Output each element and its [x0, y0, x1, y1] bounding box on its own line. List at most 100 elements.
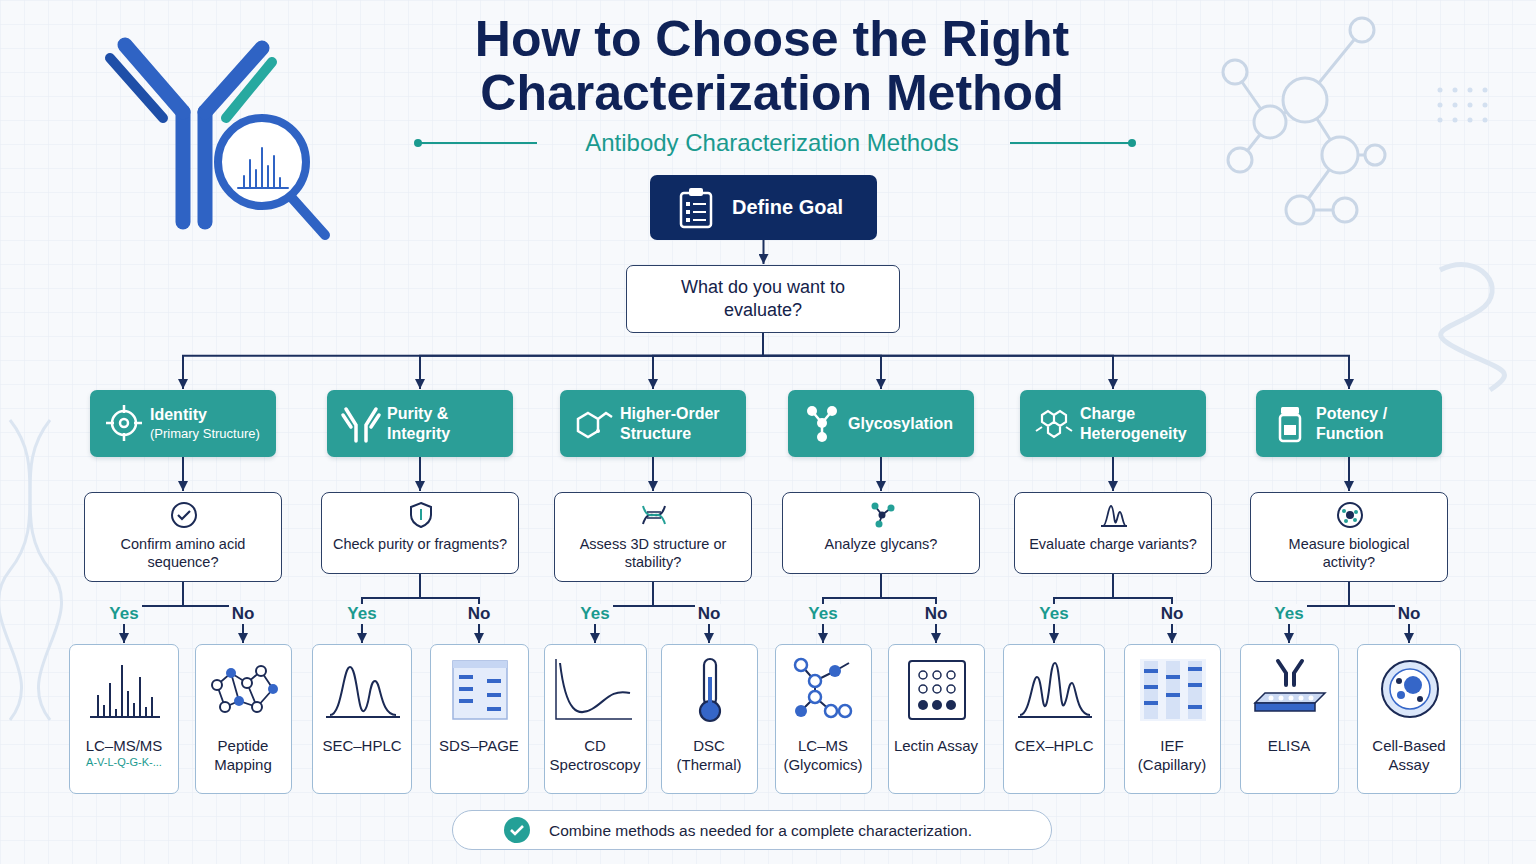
- node-label: SDS–PAGE: [439, 736, 519, 755]
- category-box: Glycosylation: [788, 390, 974, 457]
- node-label: Confirm amino acid sequence?: [95, 535, 271, 571]
- icon: [1245, 655, 1335, 725]
- icon: [104, 403, 144, 443]
- icon: [665, 655, 755, 725]
- question-box: Confirm amino acid sequence?: [84, 492, 282, 582]
- method-box: LC–MS/MSA-V-L-Q-G-K-...: [69, 644, 179, 794]
- connector-arrow: [1112, 457, 1114, 491]
- branch-label: No: [1158, 604, 1187, 624]
- node-label: CD Spectroscopy: [548, 736, 643, 774]
- icon: [318, 655, 408, 725]
- category-box: Identity(Primary Structure): [90, 390, 276, 457]
- icon: [199, 655, 289, 725]
- branch-label: Yes: [1036, 604, 1071, 624]
- method-box: Cell-Based Assay: [1357, 644, 1461, 794]
- icon: [504, 817, 530, 843]
- connector-arrow: [420, 333, 763, 389]
- category-box: Higher-Order Structure: [560, 390, 746, 457]
- node-label: Charge Heterogeneity: [1080, 404, 1198, 444]
- category-box: Purity & Integrity: [327, 390, 513, 457]
- node-label: Assess 3D structure or stability?: [565, 535, 741, 571]
- branch-label: No: [1395, 604, 1424, 624]
- connector-arrow: [183, 333, 763, 389]
- subtitle: Antibody Characterization Methods: [585, 129, 959, 157]
- icon: [169, 500, 199, 530]
- icon: [406, 500, 436, 530]
- node-sublabel: A-V-L-Q-G-K-...: [86, 755, 162, 770]
- icon: [892, 655, 982, 725]
- icon: [574, 403, 614, 443]
- icon: [867, 500, 897, 530]
- question-box: Assess 3D structure or stability?: [554, 492, 752, 582]
- node-label: Define Goal: [732, 195, 843, 220]
- branch-label: Yes: [577, 604, 612, 624]
- icon: [802, 403, 842, 443]
- node-label: Measure biological activity?: [1261, 535, 1437, 571]
- node-label: Identity: [150, 405, 207, 425]
- connector-arrow: [419, 457, 421, 491]
- icon: [1099, 500, 1129, 530]
- node-sublabel: (Primary Structure): [150, 425, 260, 442]
- node-label: Lectin Assay: [894, 736, 978, 755]
- method-box: SEC–HPLC: [312, 644, 412, 794]
- node-label: Combine methods as needed for a complete…: [549, 821, 972, 840]
- node-label: Peptide Mapping: [199, 736, 288, 774]
- connector-arrow: [652, 457, 654, 491]
- node-label: CEX–HPLC: [1014, 736, 1093, 755]
- method-box: Lectin Assay: [888, 644, 985, 794]
- method-box: CEX–HPLC: [1003, 644, 1105, 794]
- branch-label: No: [229, 604, 258, 624]
- icon: [435, 655, 525, 725]
- icon: [80, 655, 170, 725]
- category-box: Charge Heterogeneity: [1020, 390, 1206, 457]
- method-box: CD Spectroscopy: [544, 644, 647, 794]
- title: How to Choose the Right Characterization…: [372, 12, 1172, 120]
- method-box: IEF (Capillary): [1124, 644, 1221, 794]
- node-label: DSC (Thermal): [665, 736, 754, 774]
- question-box: Measure biological activity?: [1250, 492, 1448, 582]
- question-box: Analyze glycans?: [782, 492, 980, 574]
- molecule-decoration: [1223, 18, 1385, 224]
- goal-box: Define Goal: [650, 175, 877, 240]
- node-label: Higher-Order Structure: [620, 404, 738, 444]
- node-label: IEF (Capillary): [1128, 736, 1217, 774]
- dot-grid: [1438, 88, 1488, 123]
- node-label: Purity & Integrity: [387, 404, 505, 444]
- method-box: LC–MS (Glycomics): [775, 644, 872, 794]
- node-label: Analyze glycans?: [825, 535, 938, 553]
- branch-label: Yes: [106, 604, 141, 624]
- branch-label: No: [922, 604, 951, 624]
- method-box: Peptide Mapping: [195, 644, 292, 794]
- node-label: LC–MS (Glycomics): [779, 736, 868, 774]
- method-box: SDS–PAGE: [430, 644, 529, 794]
- node-label: Evaluate charge variants?: [1029, 535, 1197, 553]
- category-box: Potency / Function: [1256, 390, 1442, 457]
- connector-arrow: [653, 333, 763, 389]
- icon: [548, 655, 638, 725]
- branch-label: Yes: [1271, 604, 1306, 624]
- icon: [678, 187, 714, 229]
- icon: [1128, 655, 1218, 725]
- connector-arrow: [1348, 457, 1350, 491]
- icon: [639, 500, 669, 530]
- icon: [1270, 403, 1310, 443]
- connector-arrow: [763, 240, 765, 264]
- icon: [1335, 500, 1365, 530]
- icon: [1034, 403, 1074, 443]
- node-label: ELISA: [1268, 736, 1311, 755]
- method-box: ELISA: [1240, 644, 1339, 794]
- connector-arrow: [182, 457, 184, 491]
- node-label: What do you want to evaluate?: [643, 276, 883, 322]
- node-label: LC–MS/MS: [86, 736, 163, 755]
- node-label: Check purity or fragments?: [333, 535, 507, 553]
- question-box: What do you want to evaluate?: [626, 265, 900, 333]
- note-box: Combine methods as needed for a complete…: [452, 810, 1052, 850]
- branch-label: Yes: [344, 604, 379, 624]
- dna-decoration: [0, 420, 62, 720]
- branch-label: Yes: [805, 604, 840, 624]
- icon: [341, 403, 381, 443]
- protein-ribbon-decoration: [1440, 265, 1504, 390]
- icon: [779, 655, 869, 725]
- antibody-logo: [110, 45, 325, 235]
